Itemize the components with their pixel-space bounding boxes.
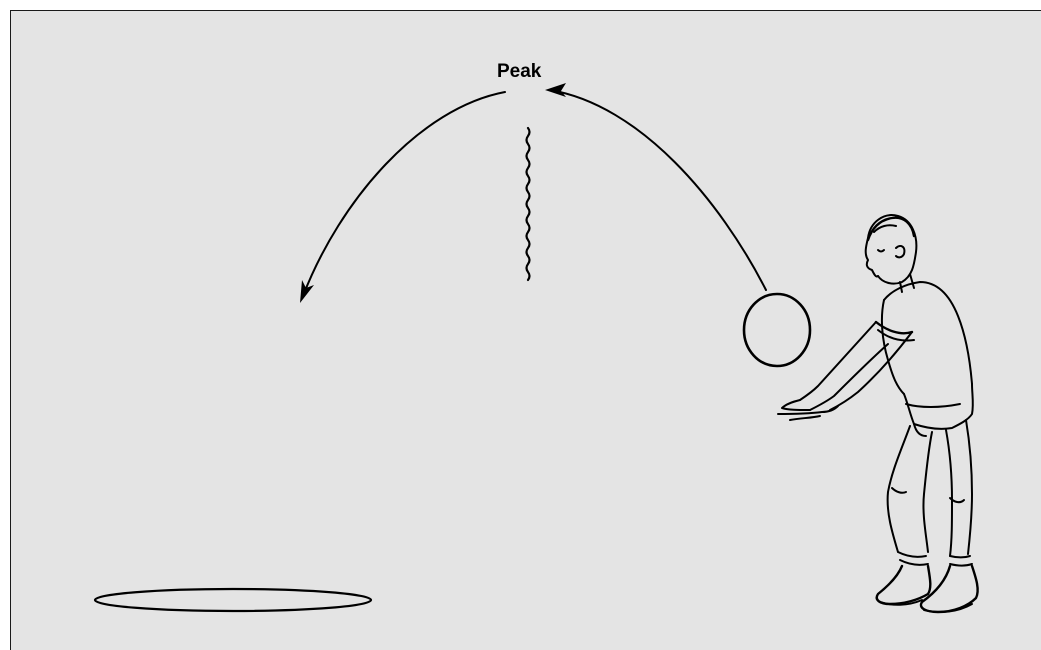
trajectory-arrowhead-end: [300, 280, 314, 303]
peak-height-marker: [525, 126, 531, 282]
trajectory-falling-arc: [302, 91, 506, 297]
trajectory-arrowhead-peak: [545, 83, 566, 97]
target-area: [93, 587, 373, 613]
peak-label: Peak: [497, 61, 542, 82]
trajectory-rising-arc: [549, 89, 767, 291]
ball: [742, 292, 812, 368]
player-figure: [777, 214, 979, 614]
